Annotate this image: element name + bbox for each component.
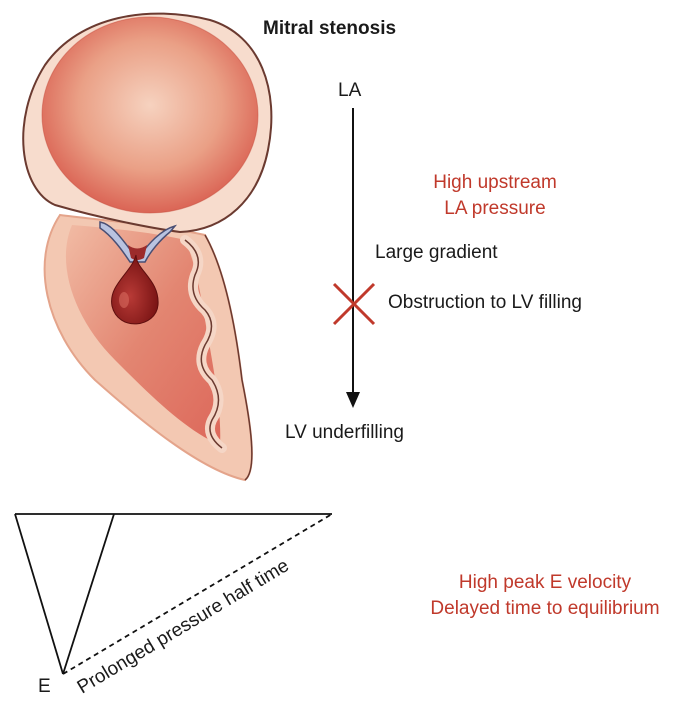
la-chamber (42, 17, 258, 213)
obstruction-label: Obstruction to LV filling (388, 292, 582, 313)
diagram-title: Mitral stenosis (263, 18, 397, 39)
lv-chamber (65, 225, 221, 445)
obstruction-x-icon (332, 282, 376, 326)
gradient-label: Large gradient (375, 242, 498, 263)
doppler-note-line-2: Delayed time to equilibrium (430, 598, 660, 619)
slope-label: Prolonged pressure half time (74, 555, 293, 698)
e-wave-label: E (38, 676, 51, 697)
lv-underfilling-label: LV underfilling (285, 422, 405, 443)
doppler-note: High peak E velocity Delayed time to equ… (400, 570, 685, 622)
doppler-note-line-1: High peak E velocity (458, 572, 632, 593)
doppler-upstroke (14, 513, 64, 675)
upstream-line-1: High upstream (433, 172, 557, 193)
doppler-peak-right (62, 513, 115, 675)
doppler-slope (62, 513, 333, 675)
upstream-pressure-note: High upstream LA pressure (400, 170, 590, 222)
la-label: LA (338, 80, 362, 101)
upstream-line-2: LA pressure (444, 198, 546, 219)
